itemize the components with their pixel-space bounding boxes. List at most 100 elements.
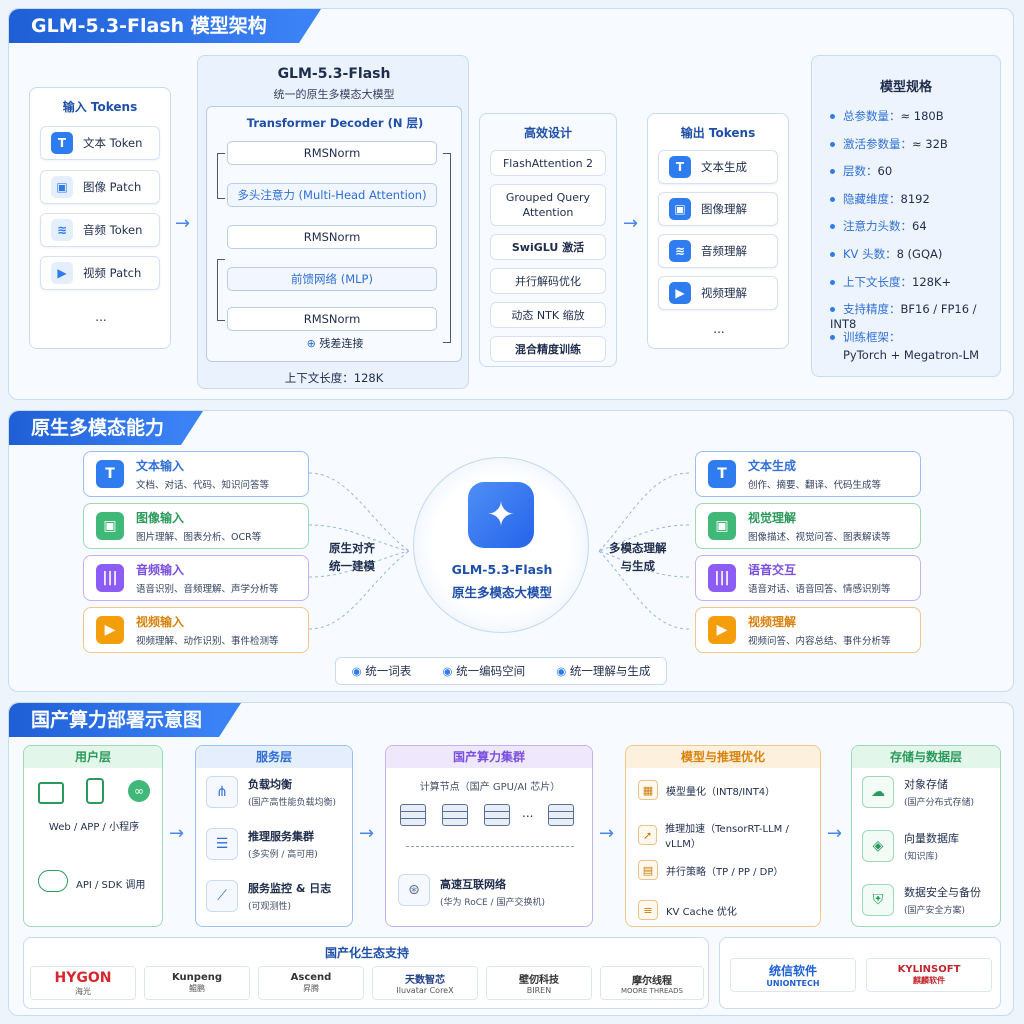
specs-title: 模型规格 [879, 80, 932, 95]
unified-encoding: ◉ 统一编码空间 [442, 664, 526, 678]
shield-icon: ⛨ [862, 884, 894, 916]
core-model-circle: ✦ GLM-5.3-Flash 原生多模态大模型 [413, 457, 589, 633]
efficient-design-title: 高效设计 [523, 126, 572, 140]
connector-lines [308, 472, 690, 630]
text-icon: T [669, 156, 691, 178]
rmsnorm-3: RMSNorm [227, 307, 437, 331]
deploy-section: 国产算力部署示意图 用户层 ∞ Web / APP / 小程序 API / SD… [8, 702, 1014, 1016]
interconnect-line [406, 846, 574, 847]
opt-quantization: ▦模型量化（INT8/INT4） [638, 780, 775, 800]
chip-icon: ▦ [638, 780, 658, 800]
residual-line-left [217, 153, 225, 199]
spec-total-params: 总参数量：≈ 180B [830, 108, 944, 124]
deploy-title: 国产算力部署示意图 [9, 703, 241, 737]
decoder-box: Transformer Decoder (N 层) RMSNorm 多头注意力 … [206, 106, 462, 362]
service-layer: 服务层 ⋔负载均衡(国产高性能负载均衡) ☰推理服务集群(多实例 / 高可用) … [195, 745, 353, 927]
server-icon [400, 804, 426, 826]
input-token-audio: ≋音频 Token [40, 213, 160, 247]
cloud-icon: ☁ [862, 776, 894, 808]
cap-voice: |||语音交互语音对话、语音回答、情感识别等 [695, 555, 921, 601]
input-token-image: ▣图像 Patch [40, 170, 160, 204]
ecosystem-title: 国产化生态支持 [324, 946, 409, 960]
model-specs-panel: 模型规格 总参数量：≈ 180B 激活参数量：≈ 32B 层数：60 隐藏维度：… [811, 55, 1001, 377]
rmsnorm-2: RMSNorm [227, 225, 437, 249]
storage-object: ☁对象存储(国产分布式存储) [862, 776, 974, 808]
optimization-title: 模型与推理优化 [626, 746, 820, 768]
model-subtitle: 统一的原生多模态大模型 [273, 88, 395, 101]
user-layer: 用户层 ∞ Web / APP / 小程序 API / SDK 调用 [23, 745, 163, 927]
opt-kvcache: ≡KV Cache 优化 [638, 900, 737, 920]
link-icon: ∞ [128, 780, 150, 802]
network-icon: ⋔ [206, 776, 238, 808]
sparkle-icon: ✦ [468, 482, 534, 548]
database-icon: ≡ [638, 900, 658, 920]
opt-parallel: ▤并行策略（TP / PP / DP） [638, 860, 783, 880]
core-model-name: GLM-5.3-Flash [451, 562, 553, 577]
text-icon: T [708, 460, 736, 488]
eff-item-3: SwiGLU 激活 [490, 234, 606, 260]
align-label: 原生对齐统一建模 [329, 541, 375, 573]
check-circle-icon: ◉ [442, 664, 457, 678]
spec-framework: 训练框架：PyTorch + Megatron-LM [830, 329, 979, 362]
storage-layer: 存储与数据层 ☁对象存储(国产分布式存储) ◈向量数据库(知识库) ⛨数据安全与… [851, 745, 1001, 927]
video-icon: ▶ [96, 616, 124, 644]
output-tokens-title: 输出 Tokens [680, 126, 756, 140]
cap-video-understand: ▶视频理解视频问答、内容总结、事件分析等 [695, 607, 921, 653]
unified-vocab: ◉ 统一词表 [351, 664, 412, 678]
eff-item-2: Grouped Query Attention [490, 184, 606, 226]
user-layer-title: 用户层 [24, 746, 162, 768]
residual-line-left-2 [217, 259, 225, 321]
spec-active-params: 激活参数量：≈ 32B [830, 136, 948, 152]
service-monitor: ⟋服务监控 & 日志(可观测性) [206, 880, 331, 912]
spec-heads: 注意力头数：64 [830, 218, 927, 234]
storage-security: ⛨数据安全与备份(国产安全方案) [862, 884, 981, 916]
spec-hidden-dim: 隐藏维度：8192 [830, 191, 930, 207]
input-token-video: ▶视频 Patch [40, 256, 160, 290]
phone-icon [86, 778, 104, 804]
server-icon [484, 804, 510, 826]
rmsnorm-1: RMSNorm [227, 141, 437, 165]
decoder-title: Transformer Decoder (N 层) [246, 116, 424, 130]
chart-icon: ⟋ [206, 880, 238, 912]
hub-icon: ⊛ [398, 874, 430, 906]
storage-title: 存储与数据层 [852, 746, 1000, 768]
rocket-icon: ➚ [638, 825, 658, 845]
monitor-icon [38, 782, 64, 804]
eff-item-6: 混合精度训练 [490, 336, 606, 362]
residual-line-right [443, 153, 451, 343]
image-icon: ▣ [96, 512, 124, 540]
grid-icon: ▤ [638, 860, 658, 880]
multimodal-title: 原生多模态能力 [9, 411, 203, 445]
user-clients-label: Web / APP / 小程序 [48, 822, 140, 833]
output-more: ... [713, 322, 725, 336]
service-load-balance: ⋔负载均衡(国产高性能负载均衡) [206, 776, 336, 808]
server-icon [548, 804, 574, 826]
opt-acceleration: ➚推理加速（TensorRT-LLM / vLLM） [638, 820, 820, 850]
network-label: 高速互联网络(华为 RoCE / 国产交换机) [440, 878, 545, 908]
model-name: GLM-5.3-Flash [277, 66, 391, 82]
service-cluster: ☰推理服务集群(多实例 / 高可用) [206, 828, 318, 860]
model-core-panel: GLM-5.3-Flash 统一的原生多模态大模型 Transformer De… [197, 55, 469, 389]
spec-context: 上下文长度：128K+ [830, 274, 951, 290]
context-length: 上下文长度：128K [284, 371, 384, 385]
spec-precision: 支持精度：BF16 / FP16 / INT8 [830, 302, 977, 331]
audio-icon: ||| [96, 564, 124, 592]
image-icon: ▣ [708, 512, 736, 540]
nodes-ellipsis: ... [522, 806, 534, 820]
core-model-desc: 原生多模态大模型 [451, 585, 552, 600]
api-label: API / SDK 调用 [76, 880, 146, 891]
compute-cluster: 国产算力集群 计算节点（国产 GPU/AI 芯片） ... ⊛ 高速互联网络(华… [385, 745, 593, 927]
residual-connection: ⊕ 残差连接 [306, 337, 364, 350]
unified-bar: ◉ 统一词表 ◉ 统一编码空间 ◉ 统一理解与生成 [335, 657, 667, 685]
server-icon [442, 804, 468, 826]
image-icon: ▣ [669, 198, 691, 220]
input-tokens-title: 输入 Tokens [62, 100, 138, 114]
arrow-right-icon: → [175, 213, 191, 234]
cube-icon: ◈ [862, 830, 894, 862]
